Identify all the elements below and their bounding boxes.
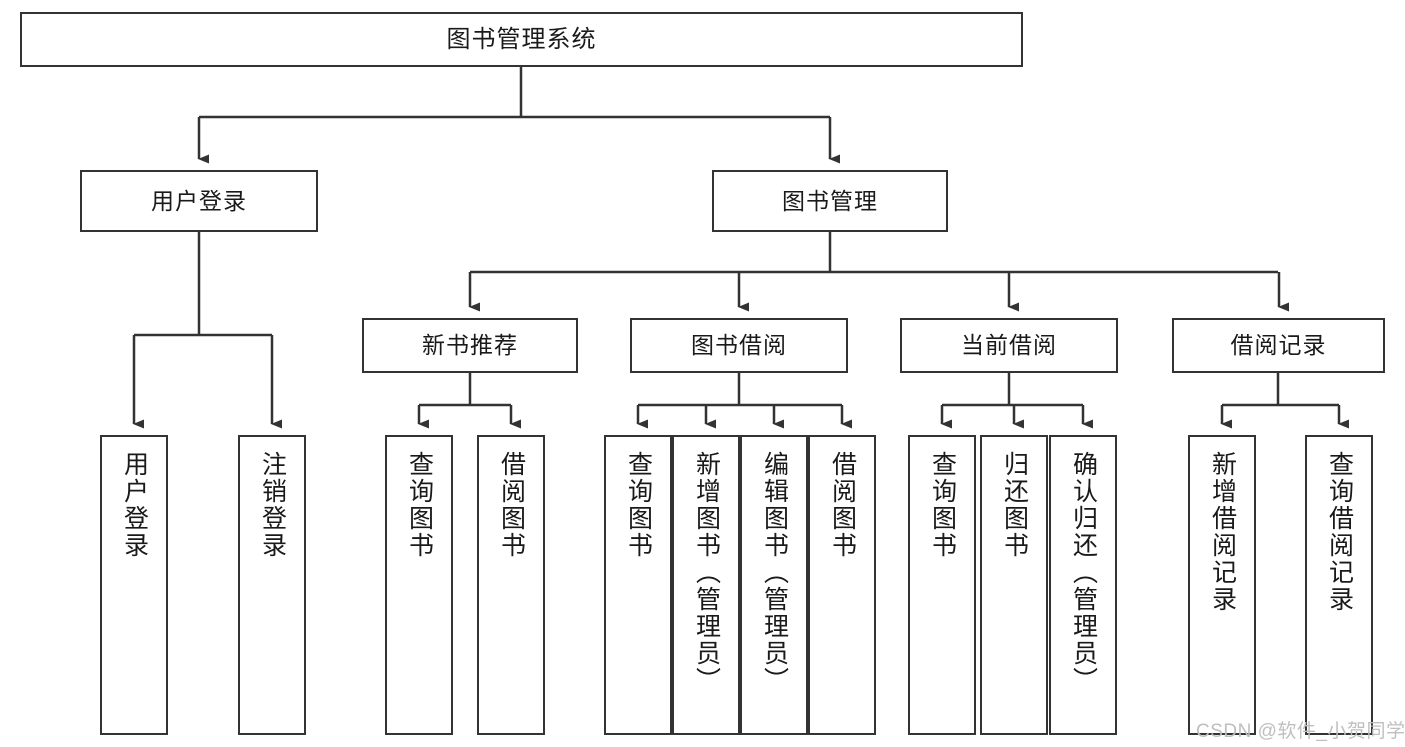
node-root-label: 图书管理系统 xyxy=(446,25,597,53)
leaf-add-book-admin[interactable]: 新增图书（管理员） xyxy=(672,435,740,735)
leaf-add-borrow-record[interactable]: 新增借阅记录 xyxy=(1188,435,1256,735)
node-user-login-label: 用户登录 xyxy=(151,187,247,214)
node-root[interactable]: 图书管理系统 xyxy=(20,12,1023,67)
leaf-borrow-book[interactable]: 借阅图书 xyxy=(808,435,876,735)
leaf-return-book[interactable]: 归还图书 xyxy=(980,435,1048,735)
node-current-borrow[interactable]: 当前借阅 xyxy=(900,318,1118,373)
leaf-query-book[interactable]: 查询图书 xyxy=(604,435,672,735)
leaf-add-borrow-record-label: 新增借阅记录 xyxy=(1208,451,1237,613)
leaf-query-book-current[interactable]: 查询图书 xyxy=(908,435,976,735)
node-user-login[interactable]: 用户登录 xyxy=(80,170,318,232)
leaf-user-login-label: 用户登录 xyxy=(120,451,149,559)
leaf-user-login[interactable]: 用户登录 xyxy=(100,435,168,735)
csdn-watermark: CSDN @软件_小贺同学 xyxy=(1196,721,1405,742)
leaf-query-book-recommend[interactable]: 查询图书 xyxy=(385,435,453,735)
leaf-borrow-book-label: 借阅图书 xyxy=(828,451,857,559)
node-current-borrow-label: 当前借阅 xyxy=(961,332,1057,359)
leaf-logout[interactable]: 注销登录 xyxy=(238,435,306,735)
leaf-edit-book-admin-label: 编辑图书（管理员） xyxy=(760,451,789,694)
leaf-query-book-current-label: 查询图书 xyxy=(928,451,957,559)
node-new-book-recommend-label: 新书推荐 xyxy=(422,332,518,359)
leaf-return-book-label: 归还图书 xyxy=(1000,451,1029,559)
leaf-logout-label: 注销登录 xyxy=(258,451,287,559)
leaf-confirm-return-admin[interactable]: 确认归还（管理员） xyxy=(1049,435,1117,735)
node-borrow-record-label: 借阅记录 xyxy=(1230,332,1327,359)
leaf-edit-book-admin[interactable]: 编辑图书（管理员） xyxy=(740,435,808,735)
node-book-management[interactable]: 图书管理 xyxy=(712,170,948,232)
leaf-borrow-book-recommend[interactable]: 借阅图书 xyxy=(477,435,545,735)
leaf-add-book-admin-label: 新增图书（管理员） xyxy=(692,451,721,694)
leaf-query-borrow-record[interactable]: 查询借阅记录 xyxy=(1305,435,1373,735)
leaf-query-borrow-record-label: 查询借阅记录 xyxy=(1325,451,1354,613)
node-book-borrow-label: 图书借阅 xyxy=(691,332,787,359)
leaf-confirm-return-admin-label: 确认归还（管理员） xyxy=(1069,451,1098,694)
node-borrow-record[interactable]: 借阅记录 xyxy=(1172,318,1385,373)
node-book-management-label: 图书管理 xyxy=(782,187,878,214)
leaf-query-book-label: 查询图书 xyxy=(624,451,653,559)
leaf-query-book-recommend-label: 查询图书 xyxy=(405,451,434,559)
leaf-borrow-book-recommend-label: 借阅图书 xyxy=(497,451,526,559)
node-new-book-recommend[interactable]: 新书推荐 xyxy=(362,318,578,373)
node-book-borrow[interactable]: 图书借阅 xyxy=(630,318,848,373)
